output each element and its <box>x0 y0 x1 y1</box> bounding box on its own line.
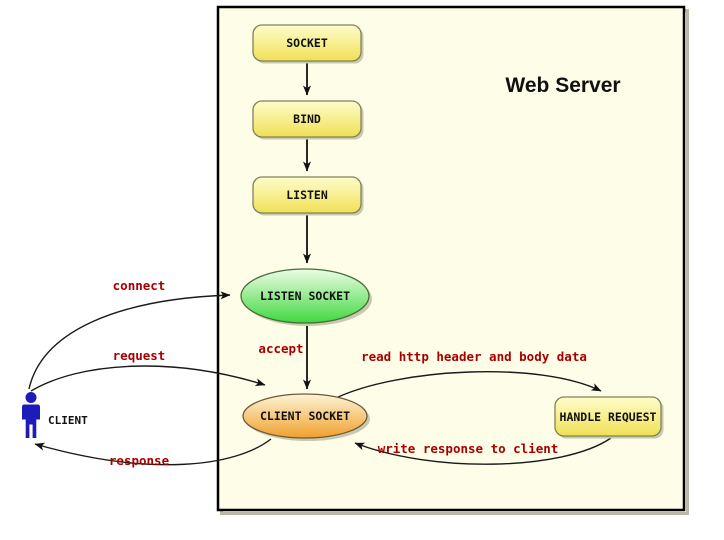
node-handle-request: HANDLE REQUEST <box>554 396 664 439</box>
node-listen: LISTEN <box>252 176 364 216</box>
server-title: Web Server <box>505 74 620 97</box>
node-socket-label: SOCKET <box>286 36 328 50</box>
edge-label-accept: accept <box>258 341 303 356</box>
node-listen-socket: LISTEN SOCKET <box>240 268 372 326</box>
edge-connect <box>28 291 231 390</box>
edge-label-read: read http header and body data <box>361 349 587 364</box>
node-listen-label: LISTEN <box>286 188 328 202</box>
edge-label-request: request <box>113 348 166 363</box>
node-listen-socket-label: LISTEN SOCKET <box>260 289 350 303</box>
node-client-socket: CLIENT SOCKET <box>242 393 370 441</box>
edge-label-write: write response to client <box>378 441 559 456</box>
edge-label-connect: connect <box>113 278 166 293</box>
node-socket: SOCKET <box>252 24 364 64</box>
edge-write-response <box>354 437 612 465</box>
edge-label-response: response <box>109 453 170 468</box>
edge-read-request <box>335 371 602 399</box>
edge-response <box>34 438 272 466</box>
node-client-socket-label: CLIENT SOCKET <box>260 409 350 423</box>
client-label: CLIENT <box>48 414 88 427</box>
client-figure-icon <box>22 392 40 438</box>
node-handle-request-label: HANDLE REQUEST <box>560 410 657 424</box>
node-bind: BIND <box>252 100 364 140</box>
node-bind-label: BIND <box>293 112 321 126</box>
edge-request <box>30 365 266 392</box>
